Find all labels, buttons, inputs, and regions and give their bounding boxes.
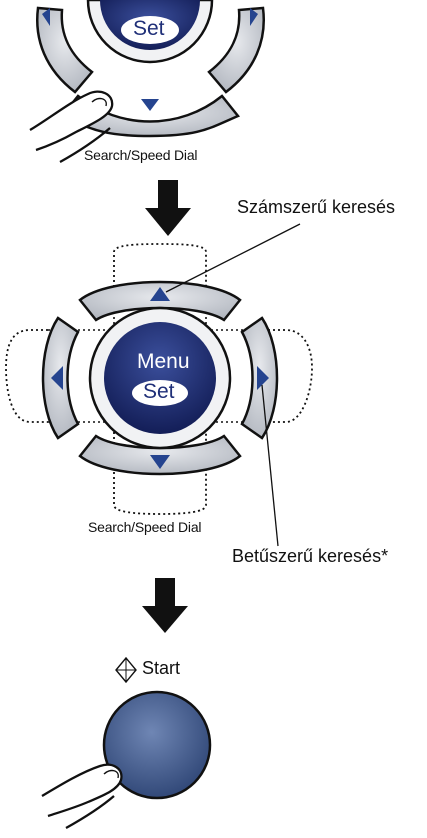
menu-label: Menu <box>137 350 190 373</box>
arrow-down-icon <box>141 99 159 111</box>
set-label: Set <box>143 380 175 403</box>
search-speed-dial-caption: Search/Speed Dial <box>84 147 198 163</box>
finger-icon <box>29 90 114 152</box>
alpha-search-callout: Betűszerű keresés* <box>232 546 389 566</box>
dotted-vertical-guide <box>113 243 207 515</box>
set-label: Set <box>133 17 165 40</box>
dotted-center-box <box>48 302 268 432</box>
step1-keypad <box>29 0 265 164</box>
down-key[interactable] <box>59 94 241 138</box>
finger-line <box>65 795 115 830</box>
numeric-search-callout: Számszerű keresés <box>237 197 396 217</box>
finger-icon <box>41 763 123 818</box>
left-key[interactable] <box>36 6 94 94</box>
arrow-left-icon <box>42 8 50 26</box>
set-pill <box>121 16 179 44</box>
arrow-up-icon <box>150 287 170 301</box>
callout-line-alpha <box>261 384 279 547</box>
start-diamond-icon <box>115 656 137 684</box>
step3-start <box>41 656 212 830</box>
arrow-left-icon <box>51 366 63 390</box>
set-pill <box>132 380 188 406</box>
start-button[interactable] <box>102 690 212 800</box>
arrow-right-icon <box>257 366 269 390</box>
right-key[interactable] <box>207 6 265 94</box>
flow-arrow-icon <box>145 180 191 236</box>
arrow-right-icon <box>250 8 258 26</box>
callout-line-numeric <box>165 223 301 293</box>
step2-keypad <box>5 223 313 547</box>
start-label: Start <box>142 658 181 678</box>
finger-line <box>59 127 111 164</box>
menu-set-button[interactable] <box>104 322 216 434</box>
flow-arrow-icon <box>142 578 188 633</box>
arrow-down-icon <box>150 455 170 469</box>
search-speed-dial-caption: Search/Speed Dial <box>88 519 202 535</box>
